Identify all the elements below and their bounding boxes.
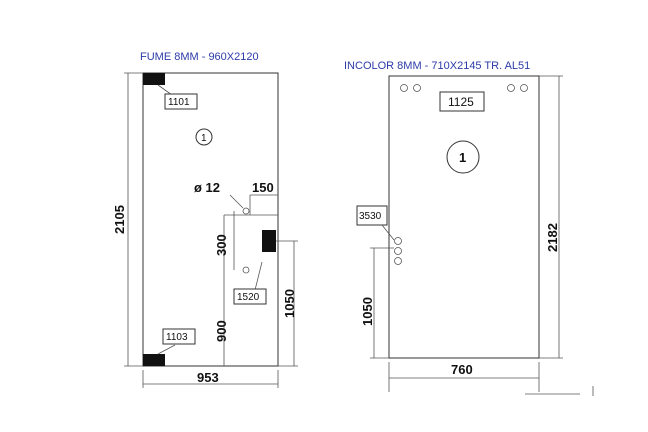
right-hole-side-3 — [394, 257, 402, 265]
right-side-hardware-label: 3530 — [359, 211, 382, 222]
right-lower-height: 1050 — [360, 297, 375, 326]
left-bottom-hinge-block — [143, 354, 165, 366]
right-piece-number-circle — [446, 140, 480, 174]
left-width: 953 — [197, 370, 219, 385]
left-side-leader — [254, 261, 263, 291]
left-bottom-hardware-box — [162, 328, 196, 345]
left-hole-top — [242, 207, 250, 215]
left-glass-outline — [142, 72, 279, 367]
left-hole-diameter: ø 12 — [194, 180, 220, 195]
left-lock-block — [262, 230, 276, 252]
right-hole-side-1 — [394, 237, 402, 245]
left-bottom-hardware-label: 1103 — [166, 332, 188, 343]
right-top-hardware-box — [439, 91, 485, 112]
left-panel: FUME 8MM - 960X2120 1101 1103 1520 1 ø 1… — [112, 51, 298, 388]
right-hole-top-1 — [400, 84, 408, 92]
right-hole-top-3 — [507, 84, 515, 92]
right-hole-top-4 — [520, 84, 528, 92]
left-panel-title: FUME 8MM - 960X2120 — [140, 51, 259, 63]
left-hole-spacing: 300 — [214, 234, 229, 256]
left-side-hardware-box — [233, 288, 267, 305]
left-piece-number: 1 — [201, 133, 207, 144]
right-top-hardware-label: 1125 — [448, 95, 474, 109]
left-hole-offset: 150 — [252, 180, 274, 195]
left-hole-bottom — [242, 266, 250, 274]
right-side-hardware-box — [356, 205, 388, 226]
left-cutout-height: 900 — [214, 320, 229, 342]
left-hole-leader — [229, 194, 244, 209]
right-piece-number: 1 — [459, 150, 466, 165]
right-glass-outline — [388, 75, 540, 359]
right-panel-title: INCOLOR 8MM - 710X2145 TR. AL51 — [344, 60, 530, 72]
right-panel: INCOLOR 8MM - 710X2145 TR. AL51 1125 1 3… — [344, 60, 594, 396]
right-hole-top-2 — [413, 84, 421, 92]
left-piece-number-circle — [195, 128, 213, 146]
left-bottom-leader — [157, 344, 176, 355]
left-top-leader — [157, 84, 173, 96]
right-hole-side-2 — [394, 247, 402, 255]
left-top-hardware-label: 1101 — [168, 97, 190, 108]
left-lower-height: 1050 — [282, 289, 297, 318]
right-side-leader — [381, 224, 395, 241]
left-side-hardware-label: 1520 — [237, 292, 260, 303]
right-height: 2182 — [545, 223, 560, 252]
left-top-hardware-box — [164, 93, 198, 110]
left-height: 2105 — [112, 205, 127, 234]
left-top-hinge-block — [143, 73, 165, 85]
right-width: 760 — [451, 362, 473, 377]
